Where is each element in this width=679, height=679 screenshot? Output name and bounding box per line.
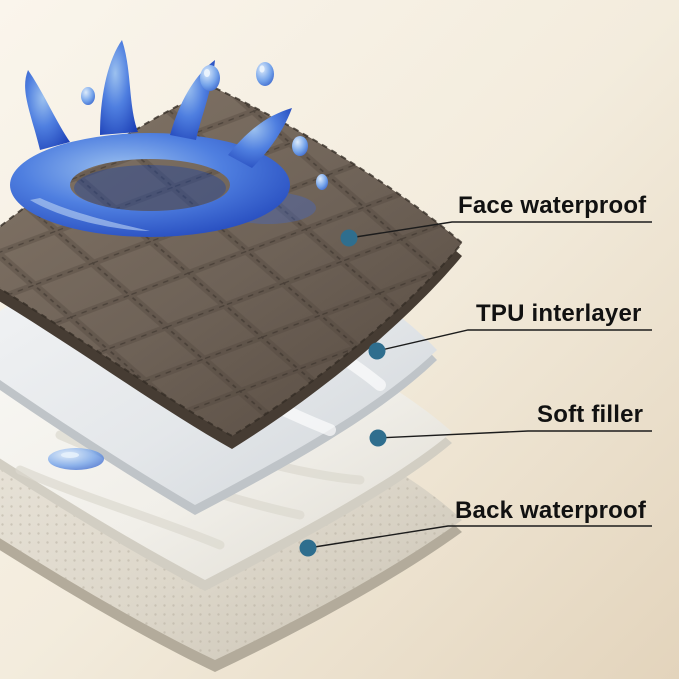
callout-dot-face bbox=[340, 229, 358, 247]
callout-dot-back bbox=[299, 539, 317, 557]
callout-dot-tpu bbox=[368, 342, 386, 360]
callout-dots bbox=[299, 229, 387, 557]
face-waterproof-layer bbox=[0, 86, 464, 449]
water-splash bbox=[10, 40, 328, 237]
leader-line-tpu bbox=[376, 329, 652, 352]
callout-label-face-waterproof: Face waterproof bbox=[458, 192, 647, 219]
splash-droplets bbox=[81, 62, 328, 190]
callout-label-soft-filler: Soft filler bbox=[537, 401, 644, 428]
leader-line-filler bbox=[377, 430, 652, 439]
callout-leaders bbox=[307, 221, 652, 549]
callout-label-back-waterproof: Back waterproof bbox=[455, 497, 647, 524]
leader-line-face bbox=[348, 221, 652, 239]
leader-line-back bbox=[307, 525, 652, 549]
callout-dot-filler bbox=[369, 429, 387, 447]
callout-label-tpu-interlayer: TPU interlayer bbox=[476, 300, 642, 327]
